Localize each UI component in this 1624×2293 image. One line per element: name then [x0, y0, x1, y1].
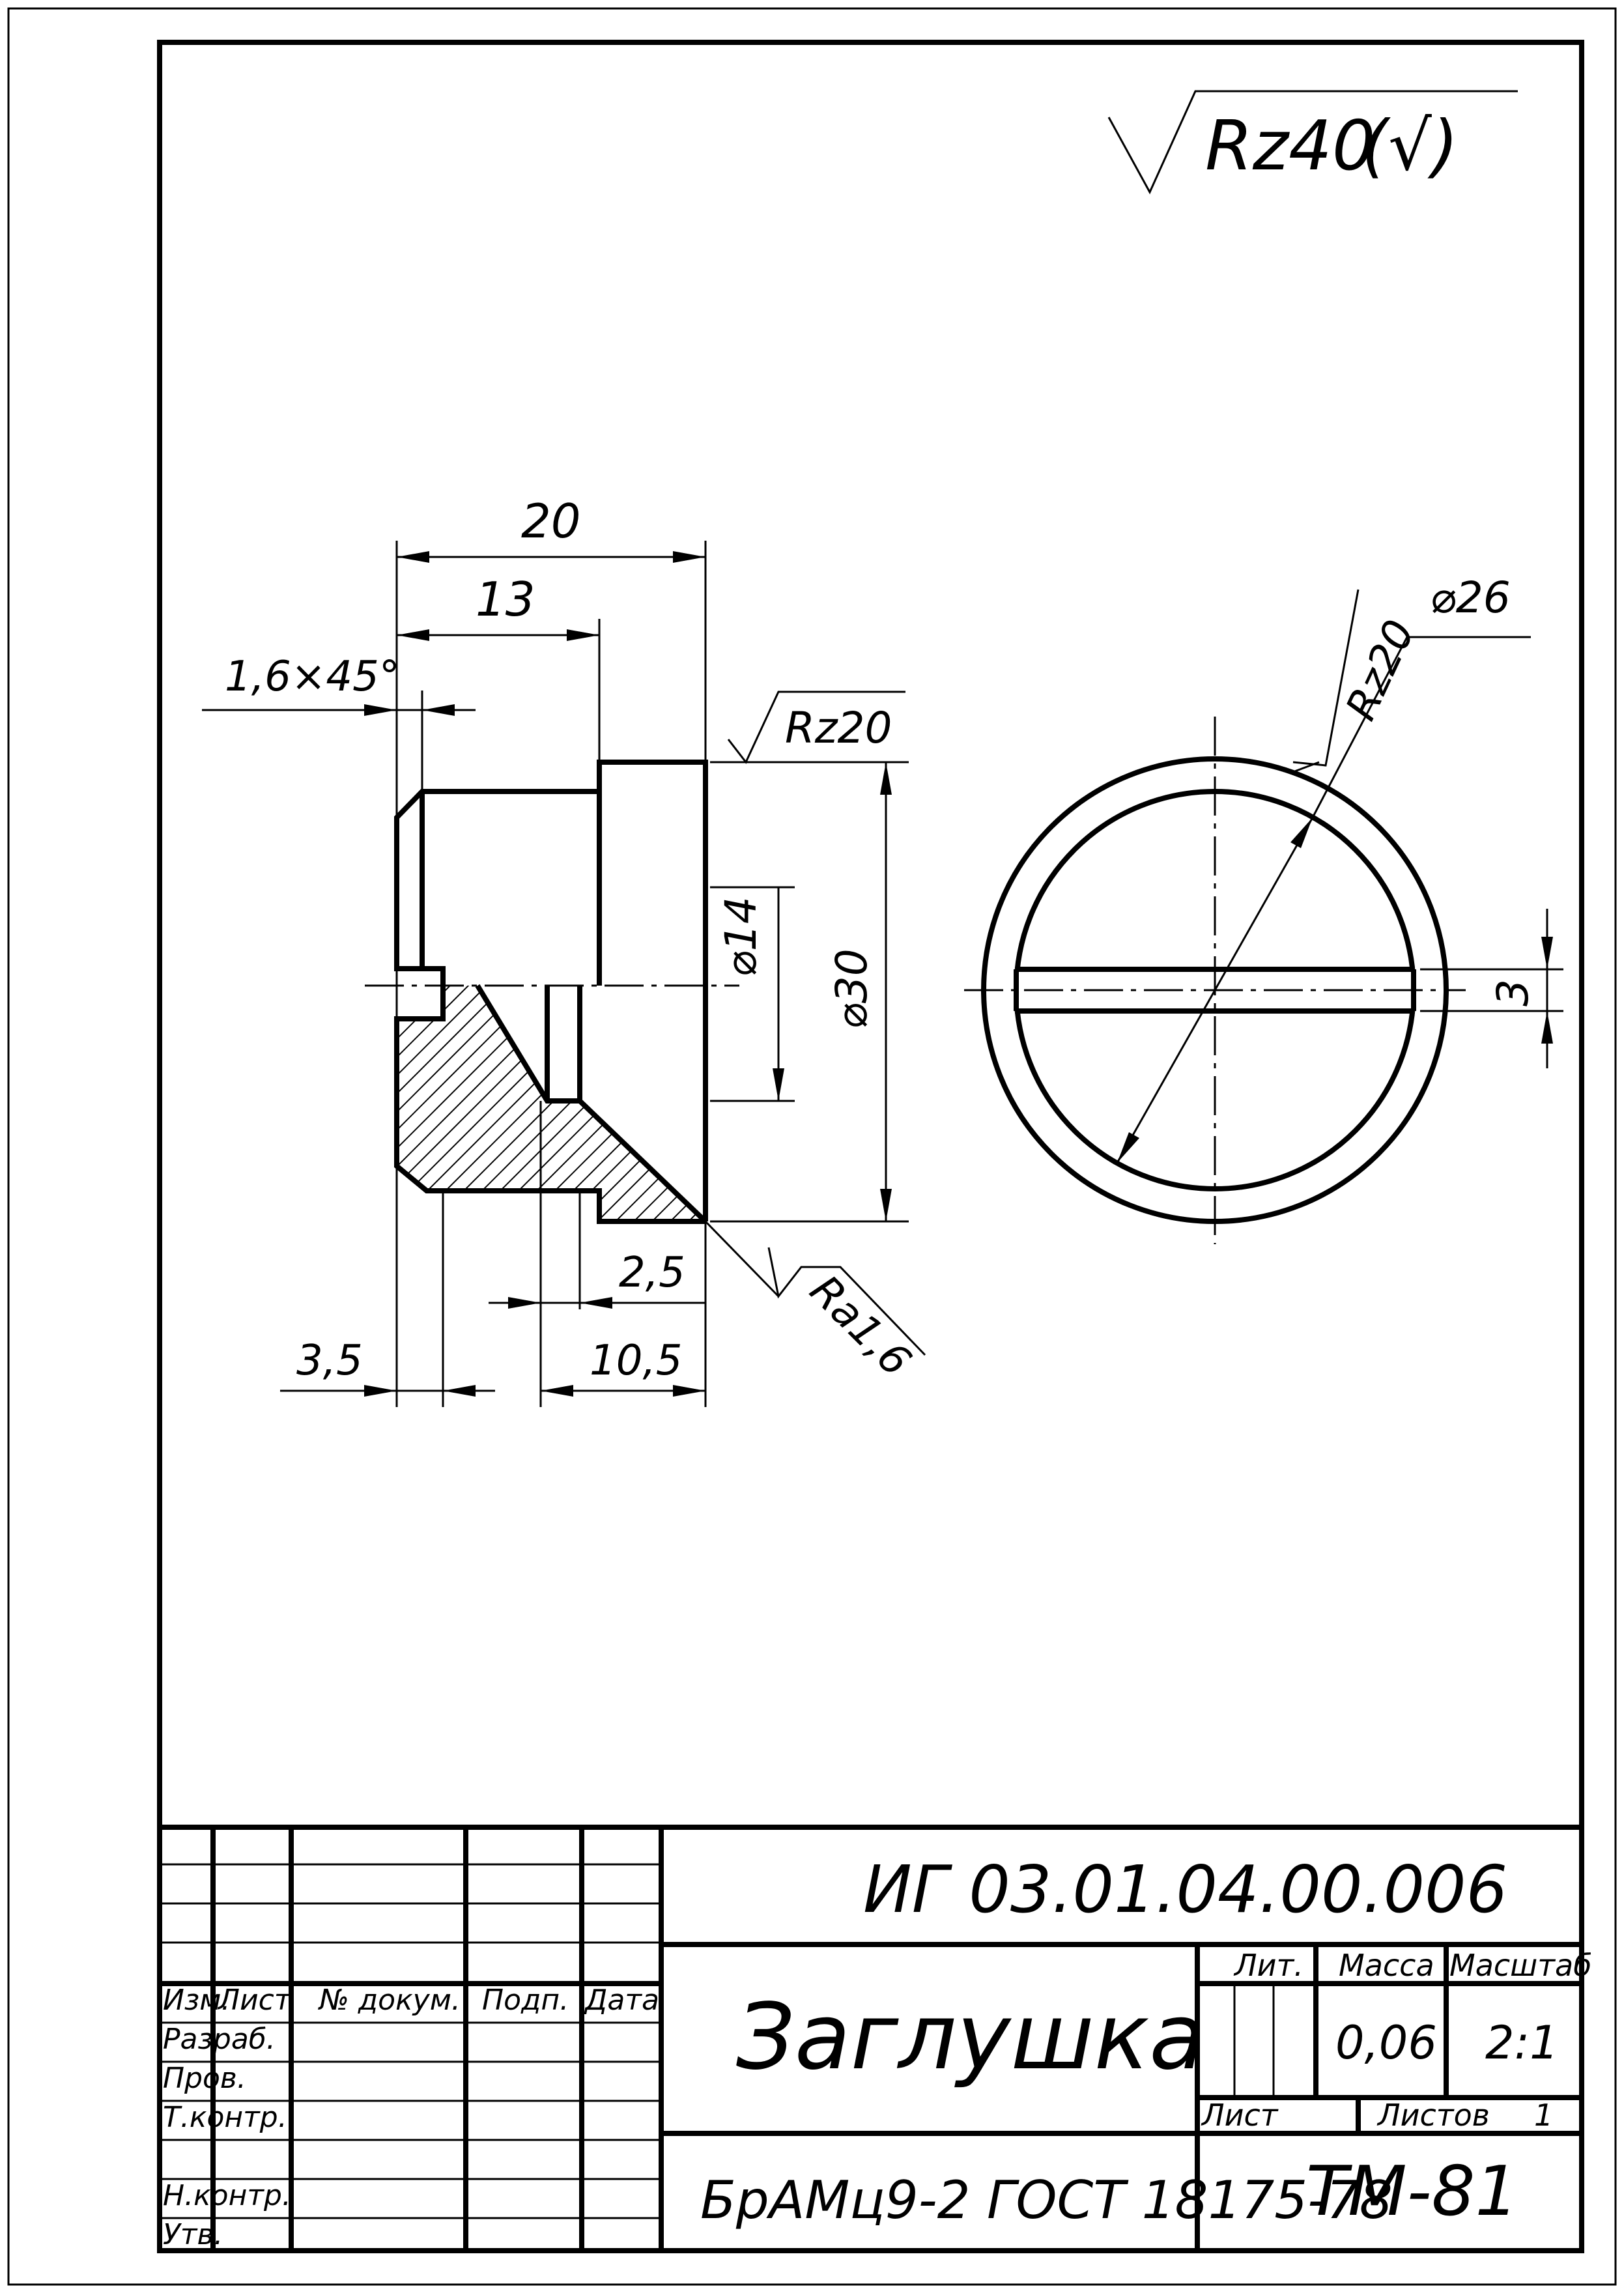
- hatch-line: [70, 977, 331, 1238]
- hatch-line: [909, 977, 1170, 1238]
- sheet-label: Лист: [1201, 2098, 1279, 2133]
- dim-chamfer: 1,6×45°: [225, 653, 400, 701]
- hatch-line: [617, 986, 705, 1221]
- scale-value: 2:1: [1485, 2016, 1559, 2070]
- face-roughness-symbol: Rz20: [727, 691, 905, 764]
- hatch-line: [0, 977, 130, 1238]
- hatch-line: [0, 977, 221, 1238]
- hatch-line: [599, 986, 705, 1221]
- dim-depth: 10,5: [590, 1337, 683, 1385]
- dim-bore-diameter: ⌀14: [716, 896, 766, 977]
- side-view: 20 13 1,6×45° ⌀14 ⌀30 2,5 3,5: [0, 494, 1298, 1407]
- mass-value: 0,06: [1335, 2016, 1437, 2070]
- row-ncontrol: Н.контр.: [163, 2179, 291, 2212]
- hatch-line: [782, 977, 1042, 1238]
- hatch-line: [1001, 977, 1261, 1238]
- hatch-line: [0, 977, 167, 1238]
- dim-groove: 2,5: [619, 1249, 685, 1297]
- hatch-line: [107, 977, 367, 1238]
- col-docnum: № докум.: [317, 1984, 461, 2017]
- hatch-line: [0, 977, 258, 1238]
- hatch-line: [0, 977, 149, 1238]
- hatch-line: [672, 986, 705, 1221]
- col-list: Лист: [217, 1984, 292, 2017]
- dim-shoulder: 3,5: [296, 1337, 363, 1385]
- group-code: ТМ-81: [1306, 2152, 1518, 2231]
- hatch-line: [125, 977, 386, 1238]
- general-roughness-value: Rz40: [1205, 106, 1376, 186]
- hatch-line: [89, 977, 349, 1238]
- dim-overall-length: 20: [521, 494, 581, 548]
- row-approved: Утв.: [163, 2218, 223, 2251]
- edge-roughness-symbol: Ra1,6: [704, 1220, 926, 1386]
- sheets-label: Листов: [1376, 2098, 1490, 2133]
- front-view: ⌀26 Rz20 3: [964, 573, 1563, 1244]
- part-name: Заглушка: [736, 1984, 1205, 2090]
- hatch-line: [0, 977, 203, 1238]
- hatch-line: [397, 986, 496, 1221]
- section-outline: [394, 986, 705, 1224]
- hatch-line: [1037, 977, 1298, 1238]
- general-roughness-suffix: (√): [1361, 106, 1459, 186]
- hatch-line: [0, 977, 240, 1238]
- sheets-count: 1: [1534, 2098, 1553, 2133]
- document-number: ИГ 03.01.04.00.006: [863, 1851, 1507, 1928]
- hatch-line: [34, 977, 294, 1238]
- header-scale: Масштаб: [1449, 1948, 1592, 1983]
- section-hatching: [0, 977, 1298, 1238]
- face-roughness-value: Rz20: [785, 703, 892, 753]
- row-checked: Пров.: [163, 2062, 246, 2095]
- general-roughness-symbol: Rz40 (√): [1107, 90, 1518, 195]
- edge-roughness-value: Ra1,6: [801, 1266, 920, 1386]
- hatch-line: [690, 986, 705, 1221]
- col-date: Дата: [584, 1984, 659, 2017]
- hatch-line: [52, 977, 313, 1238]
- hatch-line: [397, 986, 405, 1221]
- row-developed: Разраб.: [163, 2023, 276, 2056]
- material: БрАМц9-2 ГОСТ 18175-78: [700, 2170, 1393, 2230]
- dim-circle-diameter: ⌀26: [1430, 573, 1511, 623]
- dim-slot-width: 3: [1488, 979, 1538, 1006]
- hatch-line: [397, 986, 532, 1221]
- inner-frame: [157, 40, 1584, 2253]
- hatch-line: [397, 986, 514, 1221]
- header-litera: Лит.: [1233, 1948, 1303, 1983]
- col-sign: Подп.: [482, 1984, 569, 2017]
- hatch-line: [16, 977, 276, 1238]
- slot-roughness-symbol: Rz20: [1292, 589, 1425, 773]
- dim-head-offset: 13: [476, 572, 535, 627]
- header-mass: Масса: [1339, 1948, 1434, 1983]
- hatch-line: [580, 986, 705, 1221]
- dim-outer-diameter: ⌀30: [827, 948, 877, 1029]
- hatch-line: [873, 977, 1133, 1238]
- outer-border: [7, 7, 1617, 2286]
- hatch-line: [964, 977, 1225, 1238]
- col-izm: Изм.: [163, 1984, 231, 2017]
- row-tcontrol: Т.контр.: [163, 2101, 287, 2134]
- hatch-line: [397, 986, 423, 1221]
- title-block: Изм. Лист № докум. Подп. Дата Разраб. Пр…: [160, 1825, 1592, 2251]
